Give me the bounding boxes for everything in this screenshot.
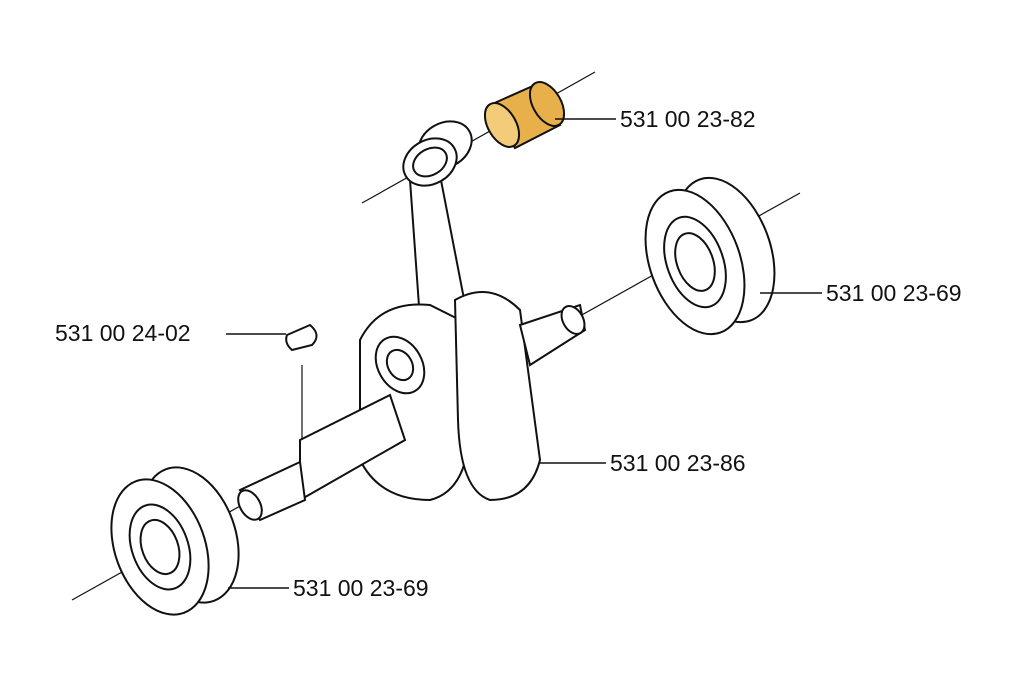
needle-bearing xyxy=(483,81,566,150)
piston-pin-axis xyxy=(361,71,596,204)
ball-bearing-left xyxy=(110,466,240,616)
part-number-label[interactable]: 531 00 23-69 xyxy=(826,280,962,306)
crankshaft xyxy=(237,291,587,522)
part-number-label[interactable]: 531 00 24-02 xyxy=(55,320,191,346)
ball-bearing-right xyxy=(644,176,776,336)
part-number-label[interactable]: 531 00 23-86 xyxy=(610,450,746,476)
part-number-label[interactable]: 531 00 23-69 xyxy=(293,575,429,601)
woodruff-key xyxy=(285,323,318,352)
part-number-label[interactable]: 531 00 23-82 xyxy=(620,106,756,132)
